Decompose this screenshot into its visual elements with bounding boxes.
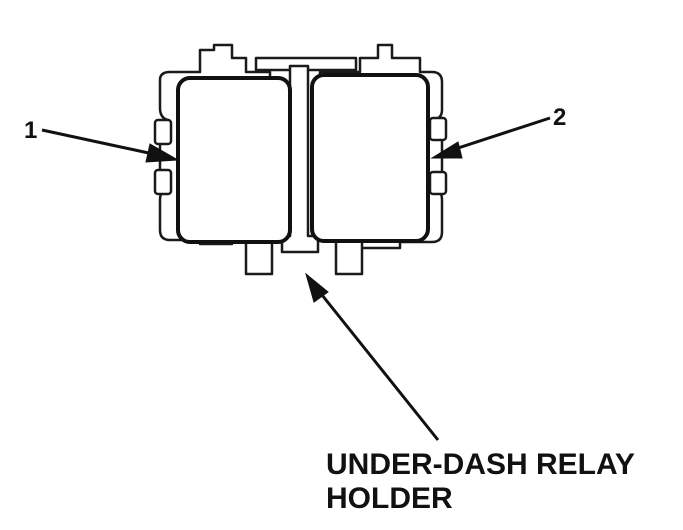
holder-label-line-1: UNDER-DASH RELAY [326,448,635,481]
holder-clip-left-bottom [153,168,173,196]
holder-clip-left-top [153,118,173,146]
callout-2-arrowhead [430,141,463,159]
holder-top-bridge [254,56,358,72]
holder-bottom-tab-left [244,238,274,276]
holder-label-line-2: HOLDER [326,482,453,515]
holder-label-arrowhead [305,272,329,303]
callout-1-leader [41,128,180,163]
relay-2-body [310,73,430,243]
callout-1-arrowhead [145,143,180,163]
holder-bottom-tab-right [334,238,364,276]
holder-clip-right-bottom [428,170,448,196]
relay-1-body [176,76,292,244]
holder-clip-right-top [428,116,448,142]
callout-2-leader [430,116,551,159]
callout-2-number: 2 [553,104,566,131]
holder-label-leader [305,272,440,441]
callout-1-number: 1 [24,117,37,144]
